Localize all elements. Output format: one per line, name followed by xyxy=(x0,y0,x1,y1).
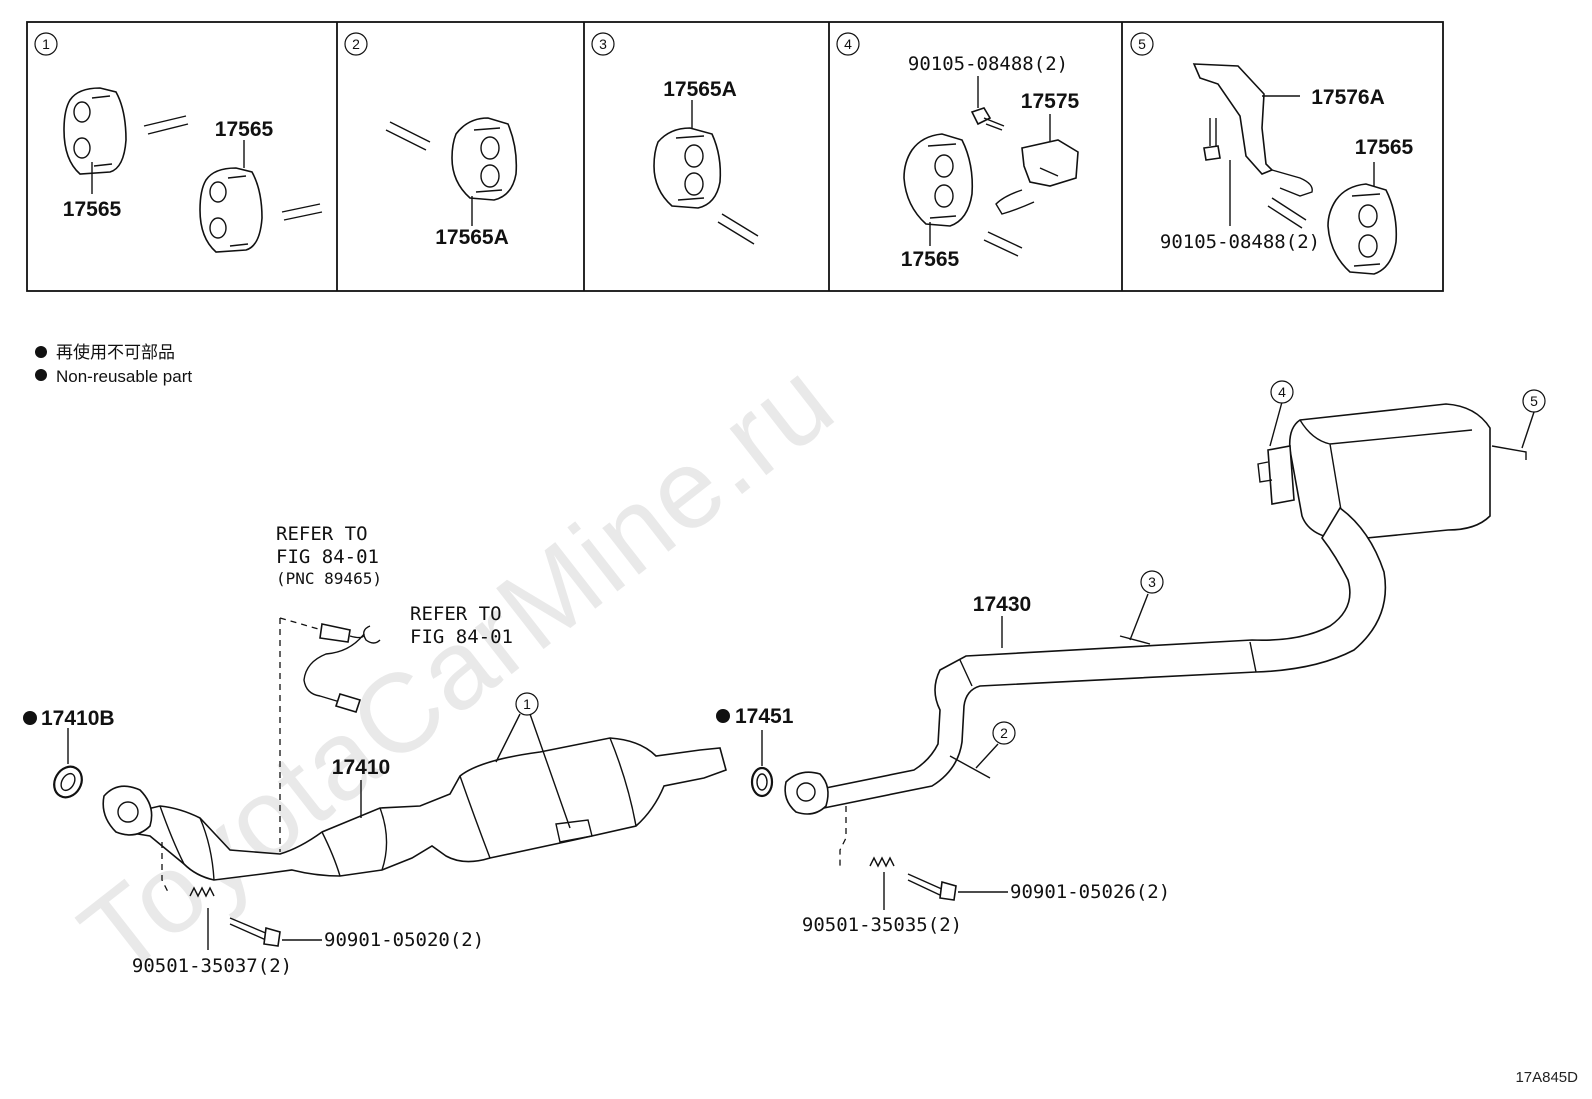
part-label: 17565 xyxy=(63,198,122,221)
part-label-bolt-center: 90901-05026(2) xyxy=(1010,881,1170,903)
sensor-reference: REFER TO FIG 84-01 (PNC 89465) xyxy=(276,523,382,588)
non-reusable-mark-icon xyxy=(716,709,730,723)
panel-number-1 xyxy=(34,32,58,56)
front-pipe xyxy=(125,737,727,881)
panel-2: 2 17565A xyxy=(344,32,518,249)
gasket-front xyxy=(53,765,83,799)
spring-icon xyxy=(189,886,215,898)
part-label-center-pipe: 17430 xyxy=(973,593,1031,616)
panel-number-3 xyxy=(591,32,615,56)
bar-icon xyxy=(281,203,323,221)
part-label: 17575 xyxy=(1021,90,1080,113)
rubber-hanger-icon xyxy=(903,133,974,227)
panel-number-4 xyxy=(836,32,860,56)
muffler xyxy=(1257,403,1491,541)
svg-text:5: 5 xyxy=(1138,36,1146,52)
gasket-center xyxy=(750,766,774,798)
callout-2 xyxy=(992,721,1016,745)
part-label: 17565 xyxy=(215,118,274,141)
bar-icon xyxy=(385,121,431,151)
rubber-hanger-icon xyxy=(653,127,722,209)
svg-text:1: 1 xyxy=(523,696,531,712)
part-label: 17565 xyxy=(1355,136,1414,159)
callout-1 xyxy=(515,692,539,716)
panel-number-5 xyxy=(1130,32,1154,56)
part-label: 90105-08488(2) xyxy=(908,53,1068,75)
svg-text:4: 4 xyxy=(844,36,852,52)
svg-text:3: 3 xyxy=(1148,574,1156,590)
bolt-icon xyxy=(229,917,281,947)
bar-icon xyxy=(1267,197,1307,229)
watermark: ToyotaCarMine.ru xyxy=(58,337,857,999)
svg-text:REFER TO: REFER TO xyxy=(276,523,368,545)
svg-text:5: 5 xyxy=(1530,393,1538,409)
panel-number-2 xyxy=(344,32,368,56)
panel-5: 5 17576A 90105-08488(2) 17565 xyxy=(1130,32,1414,275)
svg-text:FIG 84-01: FIG 84-01 xyxy=(276,546,379,568)
part-label-front-pipe: 17410 xyxy=(332,756,390,779)
part-label-bolt-front: 90901-05020(2) xyxy=(324,929,484,951)
clip-icon xyxy=(363,625,381,644)
bolt-icon xyxy=(970,107,1005,131)
panel-1: 1 17565 17565 xyxy=(34,32,323,253)
part-label-gasket-center: 17451 xyxy=(735,705,794,728)
svg-text:2: 2 xyxy=(1000,725,1008,741)
part-label: 17565A xyxy=(663,78,737,101)
svg-text:3: 3 xyxy=(599,36,607,52)
callout-5 xyxy=(1522,389,1546,413)
bullet-icon xyxy=(35,369,47,381)
bolt-icon xyxy=(1203,118,1221,161)
svg-text:Non-reusable part: Non-reusable part xyxy=(56,367,192,386)
oxygen-sensor-icon xyxy=(303,623,365,713)
rubber-hanger-icon xyxy=(63,87,127,175)
svg-text:(PNC 89465): (PNC 89465) xyxy=(276,569,382,588)
panel-3: 3 17565A xyxy=(591,32,759,245)
rubber-hanger-icon xyxy=(199,167,263,253)
panel-4: 4 90105-08488(2) 17575 17565 xyxy=(836,32,1080,271)
part-label-spring-front: 90501-35037(2) xyxy=(132,955,292,977)
callout-4 xyxy=(1270,380,1294,404)
part-label: 17576A xyxy=(1311,86,1385,109)
bar-icon xyxy=(983,231,1023,257)
svg-text:再使用不可部品: 再使用不可部品 xyxy=(56,342,175,362)
part-label: 17565 xyxy=(901,248,960,271)
flange-icon xyxy=(784,771,829,815)
svg-text:REFER TO: REFER TO xyxy=(410,603,502,625)
svg-text:FIG 84-01: FIG 84-01 xyxy=(410,626,513,648)
bullet-icon xyxy=(35,346,47,358)
part-label: 90105-08488(2) xyxy=(1160,231,1320,253)
part-label-gasket-front: 17410B xyxy=(41,707,115,730)
svg-text:2: 2 xyxy=(352,36,360,52)
bracket-icon xyxy=(995,139,1079,215)
bracket-icon xyxy=(1192,63,1313,197)
non-reusable-mark-icon xyxy=(23,711,37,725)
flange-icon xyxy=(102,785,153,836)
center-pipe xyxy=(804,506,1387,811)
part-label: 17565A xyxy=(435,226,509,249)
bolt-icon xyxy=(907,873,957,901)
rubber-hanger-icon xyxy=(451,117,518,201)
panel-frame xyxy=(26,21,1444,292)
bar-icon xyxy=(717,213,759,245)
legend: 再使用不可部品 Non-reusable part xyxy=(35,342,192,386)
svg-text:1: 1 xyxy=(42,36,50,52)
svg-text:4: 4 xyxy=(1278,384,1286,400)
part-label-spring-center: 90501-35035(2) xyxy=(802,914,962,936)
bar-icon xyxy=(143,115,189,135)
callout-3 xyxy=(1140,570,1164,594)
rubber-hanger-icon xyxy=(1327,183,1398,275)
clip-reference: REFER TO FIG 84-01 xyxy=(410,603,513,648)
spring-icon xyxy=(869,856,895,868)
figure-code: 17A845D xyxy=(1515,1069,1578,1086)
